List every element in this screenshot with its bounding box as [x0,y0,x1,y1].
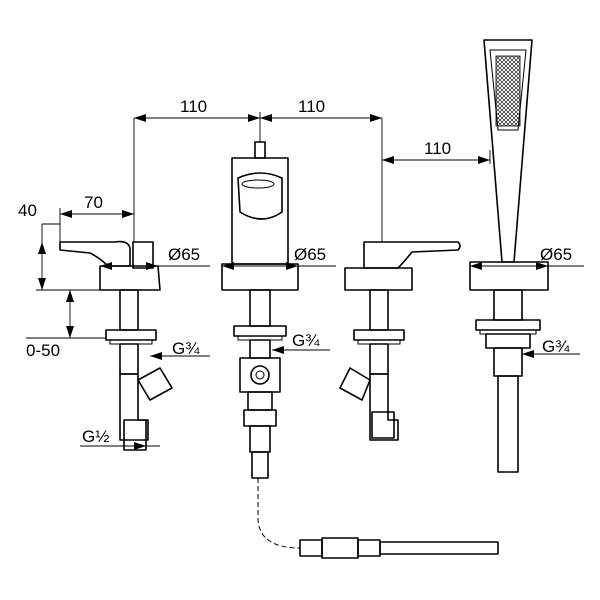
spout [221,141,299,479]
dim-spacing-1: 110 [180,97,207,116]
mixer-valve [59,240,173,451]
dim-lever-height: 40 [18,201,37,220]
dia-mixer: Ø65 [168,245,200,264]
dim-lever-reach: 70 [84,193,103,212]
dia-spout: Ø65 [294,245,326,264]
hose [257,478,499,559]
hand-shower [469,39,549,473]
thread-shower-inlet: G¾ [542,337,570,356]
thread-spout-inlet: G¾ [292,331,320,350]
diverter-valve [339,241,461,441]
dim-spacing-3: 110 [424,139,451,158]
center-lines [133,112,491,242]
thread-mixer-inlet: G¾ [172,339,200,358]
dim-deck-thickness: 0-50 [26,341,60,360]
dim-spacing-2: 110 [298,97,325,116]
dia-shower-holder: Ø65 [540,245,572,264]
thread-mixer-supply: G½ [82,427,109,446]
dimension-lines [26,114,584,450]
